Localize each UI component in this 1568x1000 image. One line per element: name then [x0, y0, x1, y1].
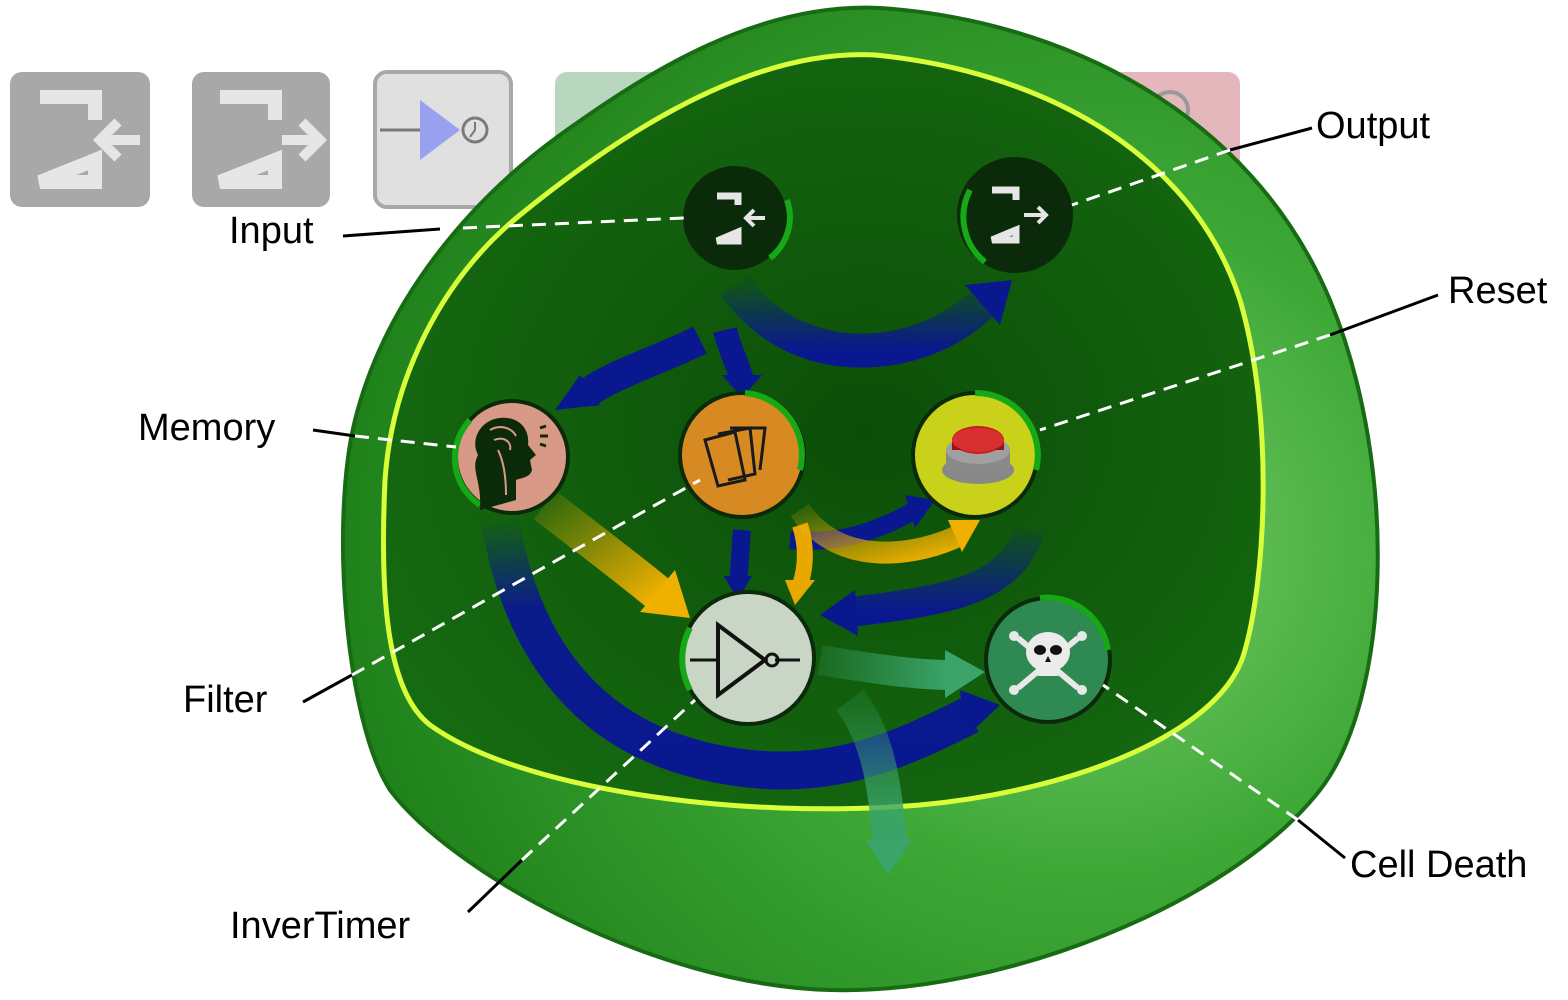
node-memory[interactable] — [451, 399, 570, 515]
label-memory: Memory — [138, 407, 275, 449]
node-cell-death[interactable] — [984, 594, 1112, 724]
skull-icon — [1009, 631, 1087, 695]
labels: Input Output Reset Memory Filter InverTi… — [138, 105, 1548, 947]
node-invertimer[interactable] — [679, 590, 816, 726]
label-input: Input — [229, 210, 314, 252]
toolbar-tile-input[interactable] — [10, 72, 150, 207]
toolbar-tile-output[interactable] — [192, 72, 330, 207]
arrow-input-to-filter — [713, 326, 754, 384]
arrow-memory-to-invertimer — [533, 490, 672, 609]
inverter-icon — [690, 621, 800, 699]
input-icon — [715, 192, 765, 245]
red-button-icon — [942, 426, 1014, 484]
arrow-invertimer-out — [836, 689, 907, 847]
label-invertimer: InverTimer — [230, 905, 411, 947]
leader-lines — [302, 126, 1439, 914]
arrow-invertimer-to-death — [817, 645, 951, 690]
label-filter: Filter — [183, 679, 268, 721]
node-output[interactable] — [957, 157, 1073, 273]
node-input[interactable] — [683, 166, 793, 270]
toolbar-tile-invertimer[interactable] — [373, 70, 513, 209]
arrow-filter-to-reset — [790, 503, 965, 564]
label-output: Output — [1316, 105, 1431, 147]
label-reset: Reset — [1448, 270, 1548, 312]
arrow-memory-to-death — [481, 516, 979, 790]
node-reset[interactable] — [911, 389, 1041, 519]
arrow-head-output — [965, 280, 1012, 325]
cards-icon — [703, 426, 767, 488]
brain-icon — [475, 417, 548, 510]
output-icon — [990, 186, 1049, 244]
arrow-input-to-memory — [575, 326, 707, 408]
label-cell-death: Cell Death — [1350, 844, 1527, 886]
arrow-input-to-output — [720, 274, 998, 368]
node-filter[interactable] — [678, 390, 806, 519]
signal-arrows — [481, 274, 1045, 875]
